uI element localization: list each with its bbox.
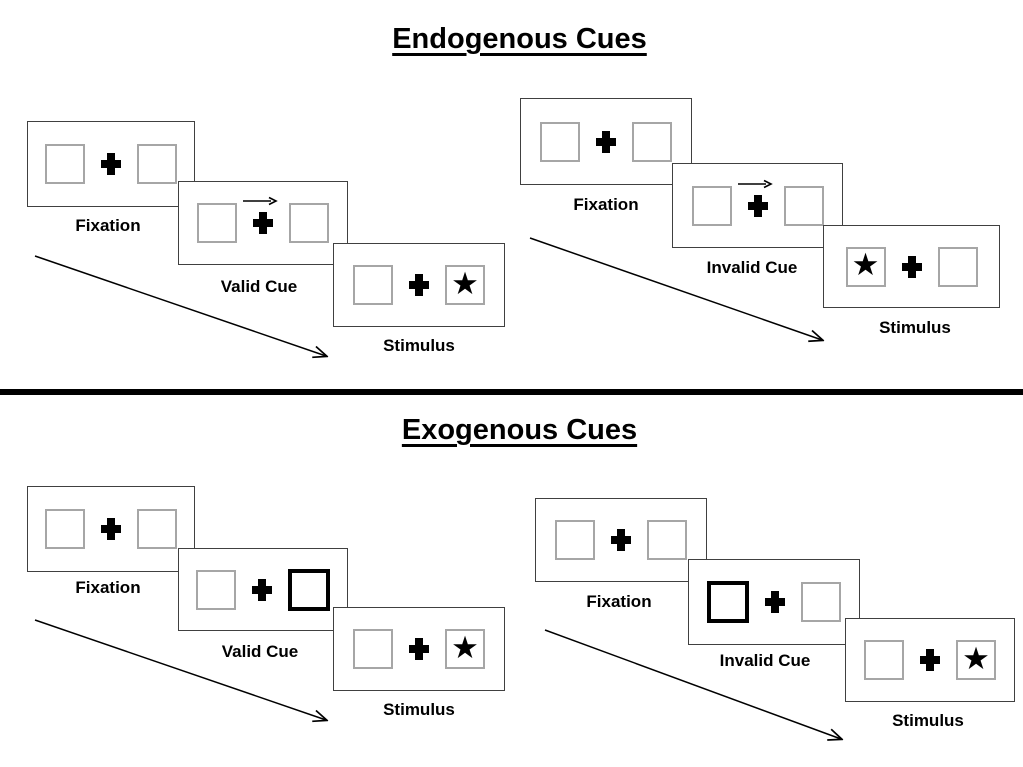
- panel-label: Valid Cue: [221, 642, 299, 661]
- valid-cue-panel: [178, 181, 348, 265]
- section-title-endogenous: Endogenous Cues: [392, 23, 647, 55]
- right-box: [937, 246, 978, 287]
- panel-label: Stimulus: [383, 336, 455, 355]
- right-box: [801, 582, 841, 622]
- timeline-arrow-exogenous-valid: [34, 619, 326, 720]
- fixation-cross-group: [737, 179, 773, 217]
- panel-label: Fixation: [586, 592, 652, 611]
- fixation-cross-icon: [611, 529, 631, 551]
- invalid-cue-panel: [672, 163, 843, 248]
- target-star-icon: ★: [962, 640, 990, 677]
- left-box: [691, 185, 732, 226]
- fixation-cross-group: [765, 591, 785, 613]
- valid-cue-panel: [178, 548, 348, 631]
- left-box: [555, 520, 595, 560]
- fixation-cross-icon: [920, 649, 940, 671]
- fixation-cross-icon: [409, 274, 429, 296]
- section-divider: [0, 389, 1023, 395]
- panel-label: Valid Cue: [220, 277, 298, 296]
- section-title-exogenous: Exogenous Cues: [401, 414, 638, 446]
- cue-arrow-icon: [243, 196, 278, 206]
- left-box: [540, 121, 580, 162]
- fixation-cross-icon: [765, 591, 785, 613]
- fixation-cross-group: [611, 529, 631, 551]
- left-box: [45, 509, 85, 549]
- fixation-cross-icon: [596, 130, 616, 153]
- panel-label: Stimulus: [879, 318, 951, 337]
- right-box: [783, 185, 824, 226]
- fixation-cross-group: [101, 518, 121, 540]
- right-box: [137, 509, 177, 549]
- left-box: [353, 629, 393, 669]
- fixation-cross-group: [101, 153, 121, 175]
- panel-label: Stimulus: [383, 700, 455, 719]
- fixation-cross-icon: [901, 255, 922, 278]
- panel-label: Fixation: [75, 578, 141, 597]
- left-box: [45, 144, 85, 184]
- fixation-cross-group: [252, 578, 272, 601]
- fixation-cross-group: [409, 274, 429, 296]
- right-box: [647, 520, 687, 560]
- right-box-with-target: ★: [445, 629, 485, 669]
- stimulus-panel: ★: [823, 225, 1000, 308]
- fixation-cross-icon: [253, 212, 273, 234]
- fixation-panel: [520, 98, 692, 185]
- cue-arrow-icon: [737, 179, 773, 188]
- fixation-cross-icon: [101, 153, 121, 175]
- fixation-cross-group: [409, 638, 429, 660]
- fixation-cross-group: [920, 649, 940, 671]
- fixation-panel: [27, 121, 195, 207]
- timeline-arrow-endogenous-valid: [34, 255, 326, 356]
- right-box-with-target: ★: [956, 640, 996, 680]
- right-box-with-target: ★: [445, 265, 485, 305]
- panel-label: Fixation: [75, 216, 141, 235]
- fixation-cross-icon: [101, 518, 121, 540]
- left-box-with-target: ★: [845, 246, 886, 287]
- target-star-icon: ★: [451, 265, 479, 302]
- fixation-cross-group: [596, 130, 616, 153]
- left-box: [864, 640, 904, 680]
- left-box-cue-highlight: [707, 581, 749, 623]
- left-box: [353, 265, 393, 305]
- fixation-cross-icon: [747, 194, 768, 217]
- right-box-cue-highlight: [288, 568, 330, 611]
- right-box: [289, 203, 329, 243]
- right-box: [137, 144, 177, 184]
- fixation-panel: [535, 498, 707, 582]
- panel-label: Invalid Cue: [719, 651, 811, 670]
- invalid-cue-panel: [688, 559, 860, 645]
- stimulus-panel: ★: [333, 243, 505, 327]
- left-box: [197, 203, 237, 243]
- fixation-cross-icon: [252, 578, 272, 601]
- stimulus-panel: ★: [333, 607, 505, 691]
- right-box: [632, 121, 672, 162]
- fixation-cross-group: [243, 196, 278, 234]
- fixation-cross-icon: [409, 638, 429, 660]
- fixation-panel: [27, 486, 195, 572]
- target-star-icon: ★: [851, 247, 880, 283]
- timeline-arrow-endogenous-invalid: [529, 237, 822, 340]
- target-star-icon: ★: [451, 629, 479, 666]
- stimulus-panel: ★: [845, 618, 1015, 702]
- panel-label: Invalid Cue: [706, 258, 798, 277]
- panel-label: Fixation: [573, 195, 639, 214]
- fixation-cross-group: [901, 255, 922, 278]
- left-box: [196, 569, 236, 610]
- timeline-arrow-exogenous-invalid: [544, 629, 841, 739]
- panel-label: Stimulus: [892, 711, 964, 730]
